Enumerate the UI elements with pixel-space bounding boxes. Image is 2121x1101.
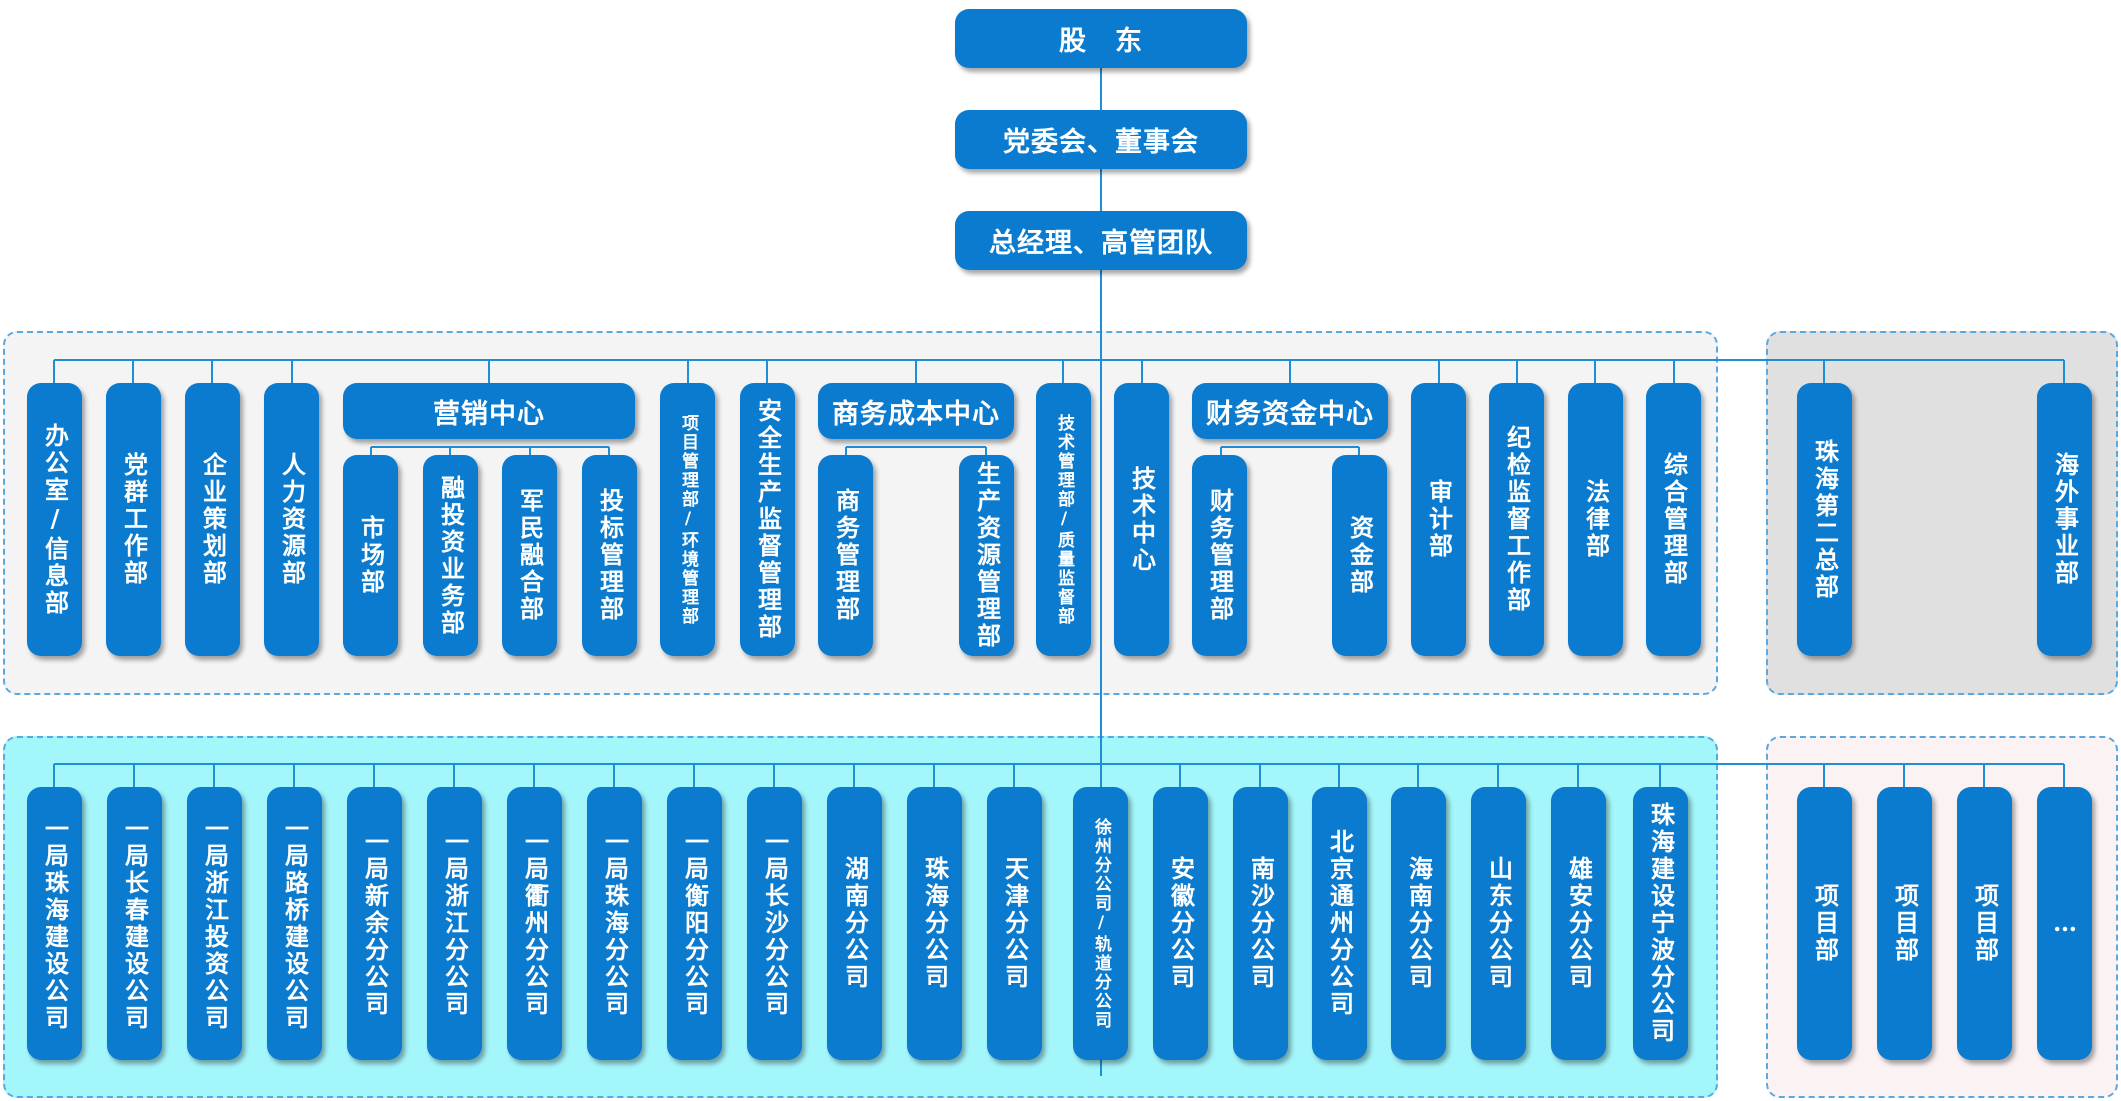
dept-funds: 资金部 — [1332, 455, 1387, 656]
dept-audit: 审计部 — [1411, 383, 1466, 656]
board-box: 党委会、董事会 — [955, 110, 1247, 169]
branch-item: 海南分公司 — [1391, 787, 1446, 1060]
dept-tech-center: 技术中心 — [1114, 383, 1169, 656]
branch-item: 徐州分公司/轨道分公司 — [1073, 787, 1128, 1060]
division-zhuhai-second-hq: 珠海第二总部 — [1797, 383, 1852, 656]
management-box: 总经理、高管团队 — [955, 211, 1247, 270]
branch-item: 北京通州分公司 — [1312, 787, 1367, 1060]
cost-center-box: 商务成本中心 — [818, 383, 1014, 439]
dept-general-management: 综合管理部 — [1646, 383, 1701, 656]
dept-tech-quality: 技术管理部/质量监督部 — [1036, 383, 1091, 656]
project-dept-more: … — [2037, 787, 2092, 1060]
branch-item: 一局路桥建设公司 — [267, 787, 322, 1060]
dept-military-civil: 军民融合部 — [502, 455, 557, 656]
dept-safety-supervision: 安全生产监督管理部 — [740, 383, 795, 656]
dept-commerce: 商务管理部 — [818, 455, 873, 656]
project-dept: 项目部 — [1797, 787, 1852, 1060]
project-dept: 项目部 — [1957, 787, 2012, 1060]
branch-item: 山东分公司 — [1471, 787, 1526, 1060]
branch-item: 湖南分公司 — [827, 787, 882, 1060]
branch-item: 珠海建设宁波分公司 — [1633, 787, 1688, 1060]
dept-legal: 法律部 — [1568, 383, 1623, 656]
branch-item: 一局珠海建设公司 — [27, 787, 82, 1060]
branch-item: 一局新余分公司 — [347, 787, 402, 1060]
branch-item: 天津分公司 — [987, 787, 1042, 1060]
dept-party-work: 党群工作部 — [106, 383, 161, 656]
dept-enterprise-planning: 企业策划部 — [185, 383, 240, 656]
branch-item: 雄安分公司 — [1551, 787, 1606, 1060]
dept-finance: 财务管理部 — [1192, 455, 1247, 656]
dept-discipline: 纪检监督工作部 — [1489, 383, 1544, 656]
dept-market: 市场部 — [343, 455, 398, 656]
dept-office-info: 办公室/信息部 — [27, 383, 82, 656]
branch-item: 一局浙江分公司 — [427, 787, 482, 1060]
branch-item: 一局浙江投资公司 — [187, 787, 242, 1060]
marketing-center-box: 营销中心 — [343, 383, 635, 439]
project-dept: 项目部 — [1877, 787, 1932, 1060]
branch-item: 一局长春建设公司 — [107, 787, 162, 1060]
dept-production-resources: 生产资源管理部 — [959, 455, 1014, 656]
dept-project-environment: 项目管理部/环境管理部 — [660, 383, 715, 656]
shareholders-box: 股 东 — [955, 9, 1247, 68]
finance-center-box: 财务资金中心 — [1192, 383, 1388, 439]
branch-item: 一局衢州分公司 — [507, 787, 562, 1060]
branch-item: 南沙分公司 — [1233, 787, 1288, 1060]
division-overseas: 海外事业部 — [2037, 383, 2092, 656]
dept-human-resources: 人力资源部 — [264, 383, 319, 656]
branch-item: 安徽分公司 — [1153, 787, 1208, 1060]
branch-item: 一局珠海分公司 — [587, 787, 642, 1060]
branch-item: 一局长沙分公司 — [747, 787, 802, 1060]
branch-item: 珠海分公司 — [907, 787, 962, 1060]
dept-finance-investment: 融投资业务部 — [423, 455, 478, 656]
dept-bidding: 投标管理部 — [582, 455, 637, 656]
branch-item: 一局衡阳分公司 — [667, 787, 722, 1060]
